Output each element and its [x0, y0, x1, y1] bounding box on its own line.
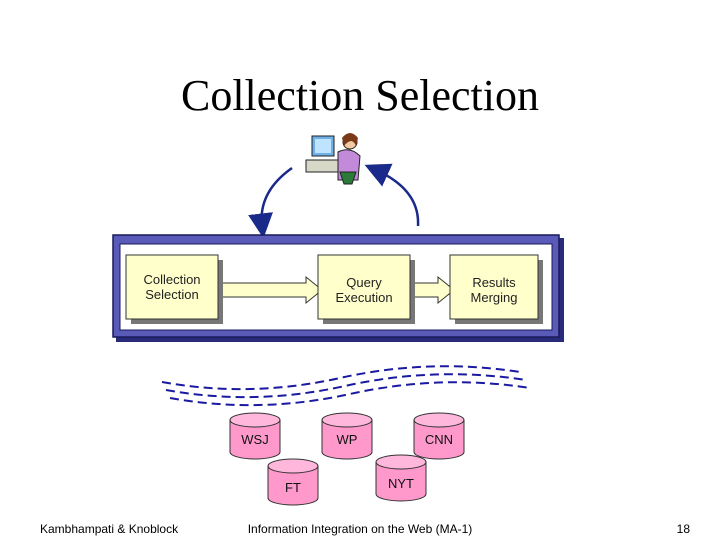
stage-label-line: Merging — [470, 290, 518, 305]
stage-label-line: Results — [472, 275, 516, 290]
arrow-user-to-pipeline — [248, 166, 293, 239]
stage-label-line: Collection — [143, 272, 201, 287]
connector-arrow-1 — [213, 275, 323, 305]
stage-label-collection-selection: Collection Selection — [126, 272, 218, 302]
arrow-pipeline-to-user — [364, 163, 420, 227]
database-cylinder-nyt — [375, 454, 427, 502]
footer-course: Information Integration on the Web (MA-1… — [247, 522, 473, 536]
network-dashes-1 — [161, 365, 521, 391]
database-label-cnn: CNN — [424, 432, 454, 447]
network-dashes-3 — [169, 381, 531, 407]
stage-box-3 — [449, 254, 539, 320]
database-cylinder-ft — [267, 458, 319, 506]
stage-box-2 — [317, 254, 411, 320]
database-label-wsj: WSJ — [241, 432, 269, 447]
footer-authors: Kambhampati & Knoblock — [40, 522, 179, 536]
stage-label-line: Query — [346, 275, 382, 290]
database-label-nyt: NYT — [388, 476, 414, 491]
stage-box-1 — [125, 254, 219, 320]
slide-title: Collection Selection — [180, 71, 540, 120]
database-cylinder-cnn — [413, 412, 465, 460]
database-label-ft: FT — [285, 480, 301, 495]
page-number: 18 — [676, 522, 690, 536]
stage-label-query-execution: Query Execution — [318, 275, 410, 305]
database-label-wp: WP — [336, 432, 358, 447]
database-cylinder-wp — [321, 412, 373, 460]
stage-label-line: Execution — [335, 290, 393, 305]
stage-label-results-merging: Results Merging — [450, 275, 538, 305]
user-at-computer-icon — [305, 133, 361, 185]
database-cylinder-wsj — [229, 412, 281, 460]
stage-label-line: Selection — [145, 287, 199, 302]
